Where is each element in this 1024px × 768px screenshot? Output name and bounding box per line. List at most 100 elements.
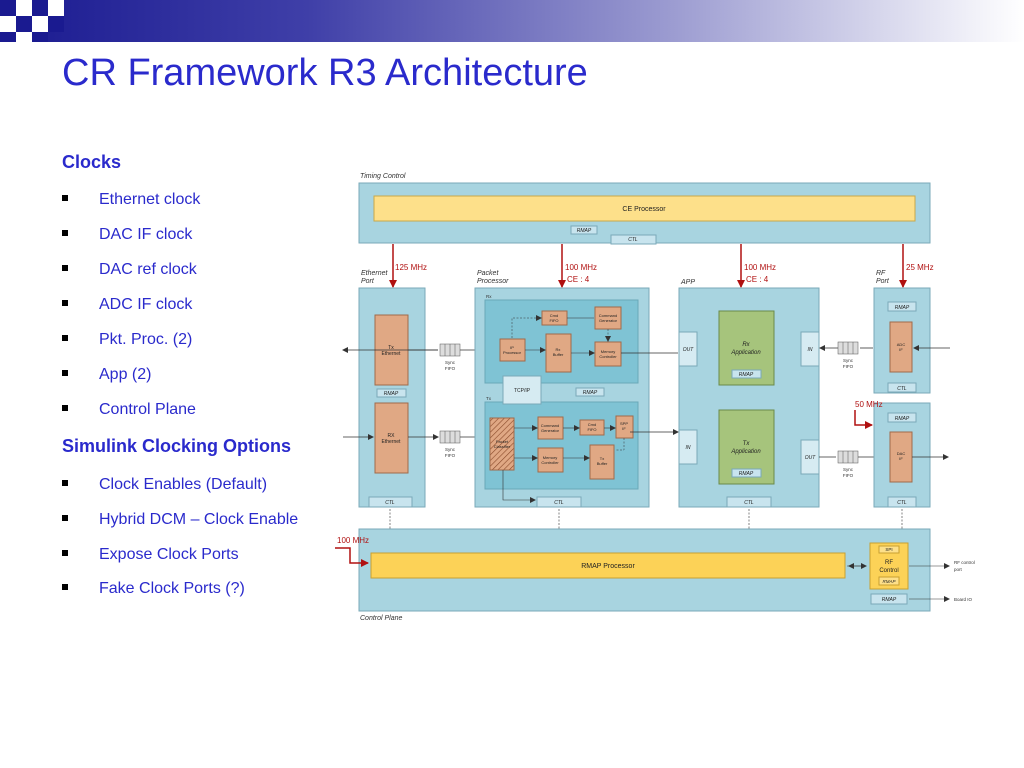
rf-port-label: Port — [876, 278, 890, 285]
ethernet-port-label: Ethernet — [361, 270, 389, 277]
memory-controller-label: Controller — [599, 354, 617, 359]
list-item: DAC IF clock — [62, 226, 192, 244]
rx-buffer-label: Buffer — [553, 352, 564, 357]
sync-fifo-label: Sync — [843, 358, 854, 363]
rmap-box — [570, 225, 598, 235]
rmap-box — [731, 369, 762, 379]
tcp-ip-label: TCP/IP — [514, 388, 531, 394]
list-item: DAC ref clock — [62, 261, 197, 279]
data-arrow — [502, 470, 536, 503]
ctl-box — [610, 234, 657, 245]
sync-fifo-label: Sync — [445, 447, 456, 452]
rx-ethernet-label: RX — [388, 433, 396, 439]
sync-fifo-label: FIFO — [445, 366, 456, 371]
rf-port-label: RF — [876, 270, 886, 277]
rmap-processor-block — [370, 552, 846, 579]
rmap-box — [887, 301, 917, 312]
list-item: Expose Clock Ports — [62, 546, 239, 564]
spp-if-label: SPP — [620, 421, 628, 426]
command-generator-label: Command — [599, 313, 617, 318]
app-out-port — [678, 331, 698, 367]
rmap-processor-label: RMAP Processor — [581, 563, 635, 570]
header-band — [0, 0, 1024, 42]
cmd-fifo-label: Cmd — [588, 422, 596, 427]
ce-processor-label: CE Processor — [622, 206, 666, 213]
command-generator-label: Generator — [599, 318, 618, 323]
clock-label: CE : 4 — [746, 275, 769, 284]
tx-ethernet-label: Ethernet — [382, 351, 402, 357]
in-label: IN — [808, 347, 813, 353]
rx-ethernet-label: Ethernet — [382, 439, 402, 445]
rmap-label: RMAP — [739, 372, 754, 378]
app-in-port — [678, 429, 698, 465]
clock-arrow — [854, 410, 873, 429]
clock-label: 100 MHz — [337, 536, 369, 545]
ce-processor-block — [373, 195, 916, 222]
rx-buffer-label: Rx — [556, 347, 561, 352]
ctl-label: CTL — [897, 500, 907, 506]
rmap-box — [870, 593, 908, 605]
clock-label: CE : 4 — [567, 275, 590, 284]
ctl-label: CTL — [897, 386, 907, 392]
slide-title: CR Framework R3 Architecture — [62, 52, 588, 94]
ip-processor-label: IP — [510, 345, 514, 350]
packet-classifier-block — [489, 417, 515, 471]
tx-application-label: Application — [730, 449, 761, 455]
command-generator-label: Command — [541, 423, 559, 428]
ethernet-port-label: Port — [361, 278, 375, 285]
adc-if-label: ADC — [897, 342, 906, 347]
list-item: ADC IF clock — [62, 296, 192, 314]
tx-ethernet-label: Tx — [388, 345, 394, 351]
tx-buffer-label: Buffer — [597, 461, 608, 466]
ctl-box — [536, 496, 582, 508]
control-plane-label: Control Plane — [360, 615, 403, 622]
spp-if-block — [615, 415, 634, 439]
ctl-box — [887, 382, 917, 393]
rf-control-port-label: RF control — [954, 560, 975, 565]
rmap-box — [878, 576, 900, 586]
rmap-label: RMAP — [895, 305, 910, 311]
list-item: Clock Enables (Default) — [62, 476, 267, 494]
packet-processor-label: Packet — [477, 270, 499, 277]
packet-processor-label: Processor — [477, 278, 509, 285]
clocks-heading: Clocks — [62, 152, 122, 172]
out-label: OUT — [805, 455, 817, 461]
rmap-label: RMAP — [583, 390, 598, 396]
sync-fifo — [439, 430, 461, 444]
rx-application-label: Rx — [742, 342, 750, 348]
memory-controller-label: Controller — [541, 460, 559, 465]
tx-buffer-label: Tx — [600, 456, 604, 461]
memory-controller-label: Memory — [543, 455, 557, 460]
sync-fifo-label: FIFO — [843, 364, 854, 369]
rmap-label: RMAP — [384, 391, 399, 397]
memory-controller-block — [537, 447, 564, 473]
adc-if-label: IF — [899, 347, 903, 352]
timing-control-label: Timing Control — [360, 173, 406, 180]
sync-fifo-label: Sync — [445, 360, 456, 365]
command-generator-label: Generator — [541, 428, 560, 433]
simulink-heading: Simulink Clocking Options — [62, 436, 292, 456]
clock-label: 50 MHz — [855, 400, 883, 409]
dac-if-label: IF — [899, 456, 903, 461]
clock-label: 100 MHz — [565, 263, 597, 272]
dac-if-label: DAC — [897, 451, 906, 456]
app-label: APP — [680, 279, 695, 286]
out-label: OUT — [683, 347, 695, 353]
control-line — [511, 315, 542, 338]
ctl-box — [368, 496, 413, 508]
sync-fifo — [837, 450, 859, 464]
rf-control-port-label: port — [954, 567, 963, 572]
rf-control-label: Control — [879, 568, 898, 574]
cmd-fifo-block — [579, 419, 605, 436]
ctl-label: CTL — [744, 500, 754, 506]
cmd-fifo-label: Cmd — [550, 313, 558, 318]
cmd-fifo-label: FIFO — [587, 427, 596, 432]
control-line — [615, 438, 625, 451]
cmd-fifo-label: FIFO — [549, 318, 558, 323]
rmap-box — [887, 412, 917, 423]
packet-classifier-label: Packet — [496, 439, 509, 444]
memory-controller-block — [594, 341, 622, 367]
list-item: Ethernet clock — [62, 191, 200, 209]
adc-if-block — [889, 321, 913, 373]
